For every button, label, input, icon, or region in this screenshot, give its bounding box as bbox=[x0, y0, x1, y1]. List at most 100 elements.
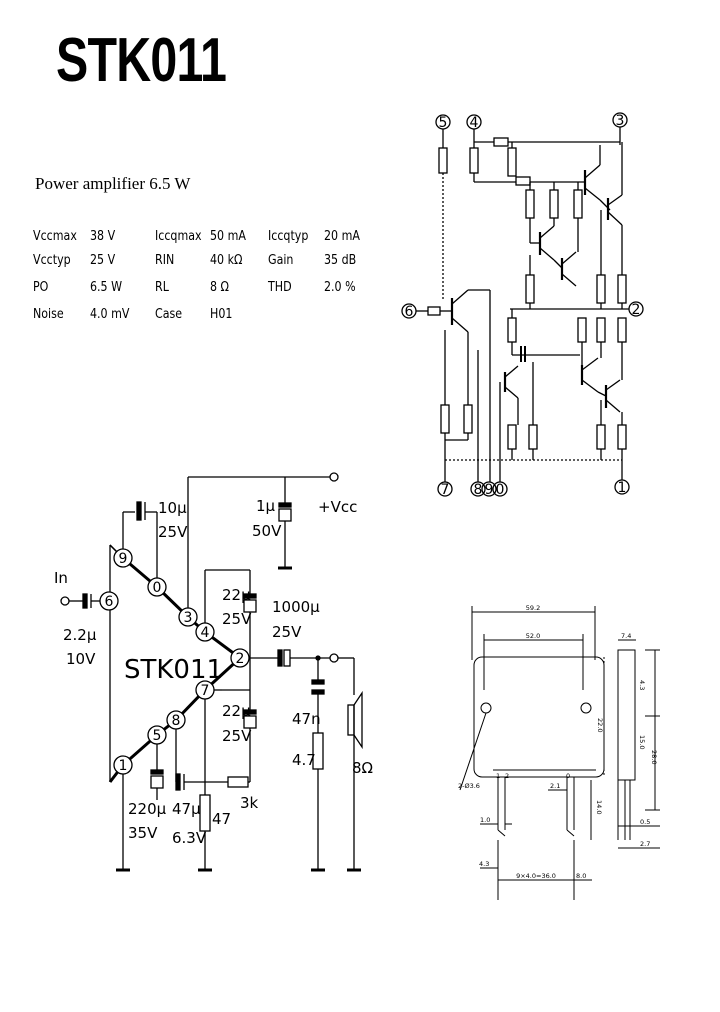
resistor bbox=[440, 404, 450, 434]
spec-label: THD bbox=[268, 279, 292, 295]
dim-label: 52.0 bbox=[526, 632, 540, 640]
dim-label: 22.0 bbox=[596, 718, 604, 732]
dim-label: 2-Ø3.6 bbox=[458, 782, 480, 790]
pin-label: 2 bbox=[632, 302, 641, 318]
resistor bbox=[507, 147, 517, 177]
resistor bbox=[438, 147, 448, 174]
spec-value: 4.0 mV bbox=[90, 306, 130, 322]
resistor bbox=[528, 424, 538, 450]
component-label: 10V bbox=[66, 650, 96, 668]
component-label: 47µ bbox=[172, 800, 201, 818]
dim-label: 1.0 bbox=[480, 816, 490, 824]
pkg-pin-label: 0 bbox=[566, 772, 570, 780]
component-label: 2.2µ bbox=[63, 626, 97, 644]
spec-value: 50 mA bbox=[210, 228, 246, 244]
resistor bbox=[463, 404, 473, 434]
resistor bbox=[617, 424, 627, 450]
spec-value: 38 V bbox=[90, 228, 116, 244]
ic-pin-label: 6 bbox=[105, 594, 114, 610]
resistor bbox=[507, 317, 517, 343]
component-label: 3k bbox=[240, 794, 259, 812]
component-label: 22µ bbox=[222, 586, 251, 604]
spec-label: RIN bbox=[155, 252, 175, 268]
component-label: 25V bbox=[222, 727, 252, 745]
component-label: 8Ω bbox=[352, 759, 373, 777]
vcc-terminal bbox=[329, 472, 339, 482]
resistor bbox=[493, 137, 509, 147]
spec-label: Noise bbox=[33, 306, 64, 322]
resistor bbox=[573, 189, 583, 219]
dim-label: 4.3 bbox=[638, 680, 646, 690]
component-label: 1µ bbox=[256, 497, 276, 515]
dim-label: 2.1 bbox=[550, 782, 560, 790]
resistor bbox=[596, 274, 606, 304]
pin-label: 1 bbox=[618, 480, 627, 496]
component-label: 47 bbox=[212, 810, 231, 828]
spec-label: RL bbox=[155, 279, 169, 295]
dim-label: 4.3 bbox=[479, 860, 489, 868]
ic-pin-label: 4 bbox=[201, 625, 210, 641]
resistor bbox=[507, 424, 517, 450]
component-label: 4.7 bbox=[292, 751, 316, 769]
resistor bbox=[515, 176, 531, 186]
component-label: 25V bbox=[158, 523, 188, 541]
resistor bbox=[617, 274, 627, 304]
ic-pin-label: 2 bbox=[236, 651, 245, 667]
spec-value: 25 V bbox=[90, 252, 116, 268]
vcc-label: +Vcc bbox=[318, 498, 357, 516]
mount-hole bbox=[580, 702, 592, 714]
component-label: 25V bbox=[272, 623, 302, 641]
ic-pin-label: 8 bbox=[172, 713, 181, 729]
pin-label: 4 bbox=[470, 115, 479, 131]
ic-pin-label: 3 bbox=[184, 610, 193, 626]
pin-label: 6 bbox=[405, 304, 414, 320]
spec-value: 35 dB bbox=[324, 252, 357, 268]
component-label: 6.3V bbox=[172, 829, 207, 847]
output-terminal bbox=[329, 653, 339, 663]
spec-label: Vcctyp bbox=[33, 252, 71, 268]
component-label: 47n bbox=[292, 710, 321, 728]
input-terminal bbox=[60, 596, 70, 606]
dim-label: 14.0 bbox=[595, 800, 603, 814]
pkg-pin-label: 1 bbox=[496, 772, 500, 780]
component-label: 22µ bbox=[222, 702, 251, 720]
resistor bbox=[596, 317, 606, 343]
internal-schematic bbox=[401, 112, 644, 497]
ic-pin-label: 9 bbox=[119, 551, 128, 567]
resistor bbox=[469, 147, 479, 174]
mount-hole bbox=[480, 702, 492, 714]
spec-label: Gain bbox=[268, 252, 294, 268]
spec-value: 20 mA bbox=[324, 228, 360, 244]
ic-label: STK011 bbox=[124, 655, 223, 685]
resistor bbox=[199, 794, 211, 832]
pkg-pin-label: 2 bbox=[505, 772, 509, 780]
ic-pin-label: 5 bbox=[153, 728, 162, 744]
spec-value: 8 Ω bbox=[210, 279, 230, 295]
ic-pin-label: 0 bbox=[153, 580, 162, 596]
resistor bbox=[427, 306, 441, 316]
resistor bbox=[617, 317, 627, 343]
resistor bbox=[525, 274, 535, 304]
dim-label: 7.4 bbox=[621, 632, 631, 640]
resistor bbox=[525, 189, 535, 219]
application-circuit bbox=[60, 472, 363, 872]
pin-label: 5 bbox=[439, 115, 448, 131]
component-label: 25V bbox=[222, 610, 252, 628]
component-label: 50V bbox=[252, 522, 282, 540]
component-label: 35V bbox=[128, 824, 158, 842]
dim-label: 0.5 bbox=[640, 818, 650, 826]
pin-circle bbox=[481, 481, 497, 497]
dim-label: 9×4.0=36.0 bbox=[516, 872, 556, 880]
resistor bbox=[227, 776, 249, 788]
ic-pin-label: 7 bbox=[201, 683, 210, 699]
pin-label: 7 bbox=[441, 482, 450, 498]
spec-label: Vccmax bbox=[33, 228, 77, 244]
spec-label: Iccqmax bbox=[155, 228, 202, 244]
spec-value: 6.5 W bbox=[90, 279, 123, 295]
dim-label: 2.7 bbox=[640, 840, 650, 848]
resistor bbox=[549, 189, 559, 219]
pin-label: 0 bbox=[496, 482, 505, 498]
pin-label: 8 bbox=[474, 482, 483, 498]
spec-label: PO bbox=[33, 279, 49, 295]
